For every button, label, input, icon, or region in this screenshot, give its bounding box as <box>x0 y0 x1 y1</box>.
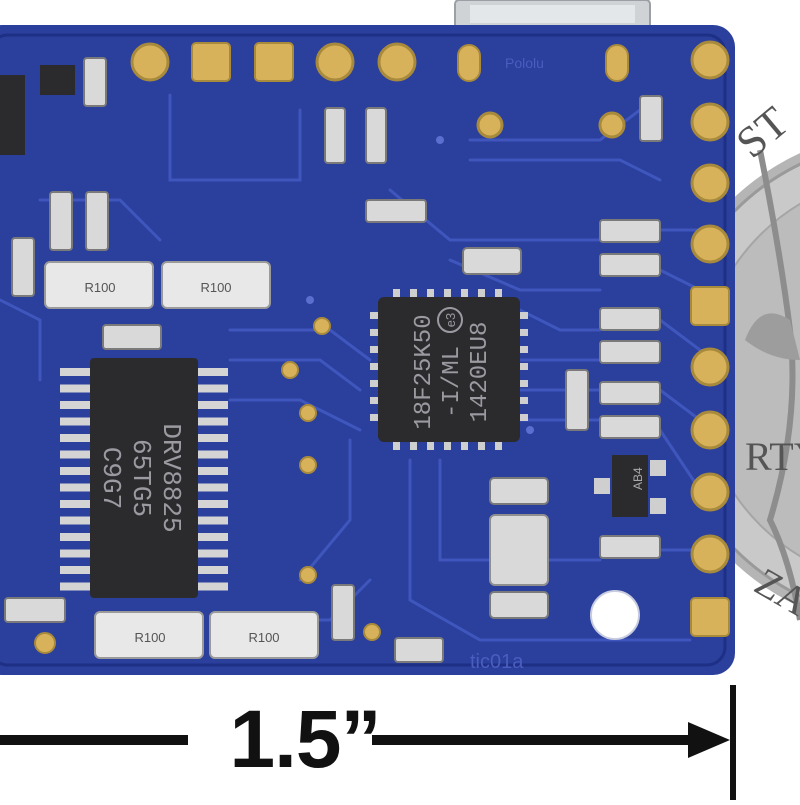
driver-pin <box>60 550 92 558</box>
driver-pin <box>60 566 92 574</box>
driver-pin <box>60 418 92 426</box>
driver-pin <box>60 583 92 591</box>
board-silk: tic01a <box>470 651 524 673</box>
driver-pin <box>60 451 92 459</box>
driver-pin <box>60 368 92 376</box>
driver-pin <box>196 418 228 426</box>
dimension-label: 1.5” <box>205 690 405 790</box>
driver-pin <box>60 517 92 525</box>
driver-pin <box>196 500 228 508</box>
mcu-chip: 18F25K50 -I/ML 1420EU8 e3 <box>370 289 528 450</box>
driver-pin <box>196 385 228 393</box>
driver-pin <box>196 533 228 541</box>
driver-pin <box>196 434 228 442</box>
driver-pin <box>60 500 92 508</box>
mcu-chip-line-3: 1420EU8 <box>467 322 494 423</box>
mcu-chip-line-2: -I/ML <box>439 346 466 418</box>
driver-pin <box>60 484 92 492</box>
brand-silk: Pololu <box>505 55 544 71</box>
driver-pin <box>196 451 228 459</box>
sot-label: AB4 <box>631 467 645 490</box>
shunt-label-2: R100 <box>200 280 231 295</box>
driver-chip-line-3: C9G7 <box>96 447 126 509</box>
driver-pin <box>196 566 228 574</box>
driver-pin <box>60 385 92 393</box>
shunt-label-4: R100 <box>248 630 279 645</box>
driver-pin <box>60 467 92 475</box>
driver-chip-line-1: DRV8825 <box>156 423 186 532</box>
driver-pin <box>196 550 228 558</box>
mounting-hole <box>591 591 639 639</box>
shunt-label-3: R100 <box>134 630 165 645</box>
svg-text:RTY: RTY <box>745 434 800 479</box>
driver-pin <box>196 484 228 492</box>
driver-pin <box>60 533 92 541</box>
driver-pin <box>196 583 228 591</box>
driver-pin <box>60 434 92 442</box>
svg-text:ST: ST <box>727 97 798 168</box>
driver-pin <box>196 467 228 475</box>
driver-pin <box>196 401 228 409</box>
mcu-badge: e3 <box>443 313 458 327</box>
driver-chip-line-2: 65TG5 <box>126 439 156 517</box>
shunt-label-1: R100 <box>84 280 115 295</box>
driver-pin <box>60 401 92 409</box>
driver-pin <box>196 368 228 376</box>
mcu-chip-line-1: 18F25K50 <box>411 314 438 429</box>
driver-pin <box>196 517 228 525</box>
